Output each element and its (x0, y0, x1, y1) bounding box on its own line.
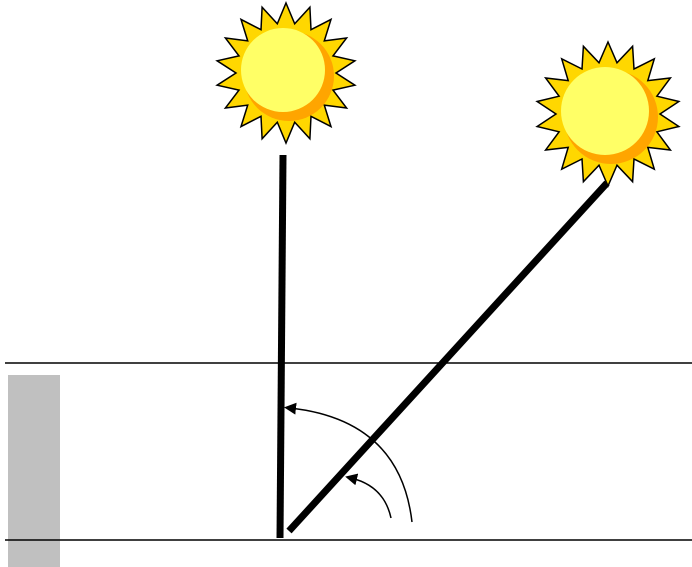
outer-angle-arrow-icon (284, 402, 413, 523)
inner-angle-arrow-icon (345, 473, 392, 519)
side-bar (8, 375, 60, 567)
sun-disc (241, 28, 325, 112)
sun-disc (561, 67, 649, 155)
sun-overhead-icon (215, 1, 357, 145)
slanted-ray (286, 180, 610, 534)
sun-angled-icon (535, 40, 681, 188)
vertical-ray (276, 154, 287, 539)
